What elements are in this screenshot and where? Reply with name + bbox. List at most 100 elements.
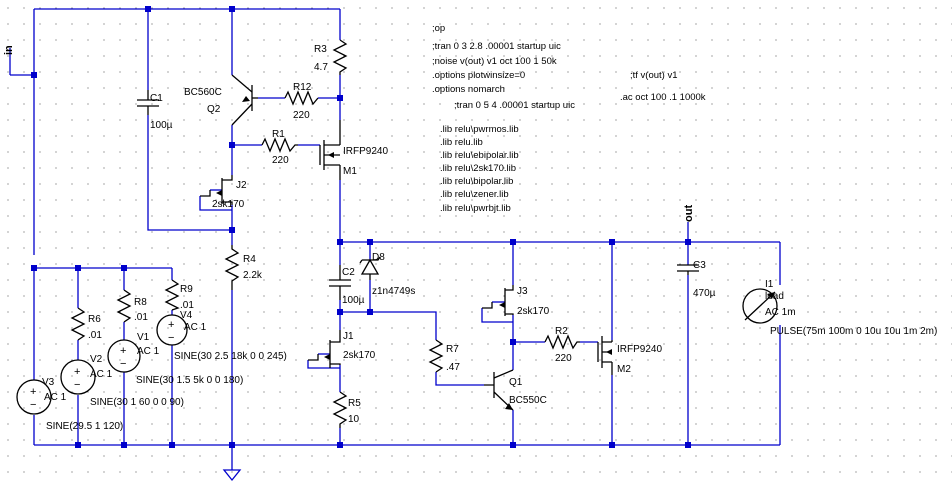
m1-name: M1 xyxy=(343,166,357,177)
transistor-q2[interactable]: BC560C Q2 xyxy=(184,74,258,126)
v4-ac: AC 1 xyxy=(184,322,207,333)
c3-name: C3 xyxy=(693,260,706,271)
svg-text:−: − xyxy=(120,358,126,370)
resistor-r8[interactable]: R8 .01 xyxy=(116,289,148,323)
c1-value: 100µ xyxy=(150,120,173,131)
v1-ac: AC 1 xyxy=(137,346,160,357)
v4-value: SINE(30 2.5 18k 0 0 245) xyxy=(174,351,287,362)
r7-name: R7 xyxy=(446,344,459,355)
net-label-in[interactable]: in xyxy=(3,45,15,55)
directive-plotwinsize: .options plotwinsize=0 xyxy=(432,70,525,81)
r7-value: .47 xyxy=(446,362,460,373)
lib-2sk170: .lib relu\2sk170.lib xyxy=(440,163,516,174)
j1-name: J1 xyxy=(343,331,354,342)
voltage-source-v2[interactable]: + − V2 AC 1 SINE(30 1 60 0 0 90) xyxy=(60,354,184,408)
v2-value: SINE(30 1 60 0 0 90) xyxy=(90,397,184,408)
resistor-r1[interactable]: R1 220 xyxy=(261,129,298,166)
net-label-out[interactable]: out xyxy=(683,205,695,222)
svg-text:−: − xyxy=(30,399,36,411)
capacitor-c2[interactable]: C2 100µ xyxy=(329,265,365,306)
current-source-i1[interactable]: I1 load AC 1m PULSE(75m 100m 0 10u 10u 1… xyxy=(742,279,937,337)
v2-name: V2 xyxy=(90,354,103,365)
v3-name: V3 xyxy=(42,377,55,388)
r1-name: R1 xyxy=(272,129,285,140)
junctions xyxy=(31,6,691,448)
zener-diode-d8[interactable]: D8 z1n4749s xyxy=(359,252,415,297)
voltage-source-v4[interactable]: + − V4 AC 1 SINE(30 2.5 18k 0 0 245) xyxy=(156,310,287,362)
q1-name: Q1 xyxy=(509,377,523,388)
resistor-r4[interactable]: R4 2.2k xyxy=(224,245,263,290)
r3-value: 4.7 xyxy=(314,62,328,73)
jfet-j1[interactable]: J1 2sk170 xyxy=(308,330,376,368)
r12-value: 220 xyxy=(293,110,310,121)
r8-name: R8 xyxy=(134,297,147,308)
c1-name: C1 xyxy=(150,93,163,104)
v1-name: V1 xyxy=(137,332,150,343)
resistor-r3[interactable]: R3 4.7 xyxy=(314,39,348,75)
capacitor-c1[interactable]: C1 100µ xyxy=(137,90,173,131)
r5-name: R5 xyxy=(348,398,361,409)
j2-model: 2sk170 xyxy=(212,199,245,210)
r4-name: R4 xyxy=(243,254,256,265)
c2-name: C2 xyxy=(342,267,355,278)
m1-model: IRFP9240 xyxy=(343,146,388,157)
r8-value: .01 xyxy=(134,312,148,323)
svg-text:+: + xyxy=(30,386,36,398)
out-label: out xyxy=(683,205,695,222)
voltage-source-v1[interactable]: + − V1 AC 1 SINE(30 1.5 5k 0 0 180) xyxy=(107,332,243,386)
resistor-r12[interactable]: R12 220 xyxy=(284,82,319,121)
svg-text:+: + xyxy=(168,319,174,331)
resistor-r6[interactable]: R6 .01 xyxy=(70,307,102,341)
directive-tf: ;tf v(out) v1 xyxy=(630,70,678,81)
directive-tran-1: ;tran 0 3 2.8 .00001 startup uic xyxy=(432,41,561,52)
r2-value: 220 xyxy=(555,353,572,364)
lib-pwrmos: .lib relu\pwrmos.lib xyxy=(440,124,519,135)
directive-tran-2: ;tran 0 5 4 .00001 startup uic xyxy=(454,100,575,111)
i1-name: I1 xyxy=(765,279,774,290)
svg-text:+: + xyxy=(120,345,126,357)
lib-bipolar: .lib relu\bipolar.lib xyxy=(440,176,513,187)
transistor-q1[interactable]: Q1 BC550C xyxy=(484,369,547,411)
jfet-j3[interactable]: J3 2sk170 xyxy=(482,285,550,317)
j1-model: 2sk170 xyxy=(343,350,376,361)
r1-value: 220 xyxy=(272,155,289,166)
mosfet-m2[interactable]: IRFP9240 M2 xyxy=(597,336,662,375)
r4-value: 2.2k xyxy=(243,270,263,281)
capacitor-c3[interactable]: C3 470µ xyxy=(677,260,716,299)
r6-value: .01 xyxy=(88,330,102,341)
lib-zener: .lib relu\zener.lib xyxy=(440,189,509,200)
r2-name: R2 xyxy=(555,326,568,337)
spice-directives: ;op ;tran 0 3 2.8 .00001 startup uic ;no… xyxy=(432,23,706,214)
in-label: in xyxy=(3,45,15,55)
mosfet-m1[interactable]: IRFP9240 M1 xyxy=(319,120,388,180)
i1-ac: AC 1m xyxy=(765,307,796,318)
j3-model: 2sk170 xyxy=(517,306,550,317)
v4-name: V4 xyxy=(180,310,193,321)
voltage-source-v3[interactable]: + − V3 AC 1 SINE(29.5 1 120) xyxy=(16,377,123,432)
m2-model: IRFP9240 xyxy=(617,344,662,355)
r9-name: R9 xyxy=(180,284,193,295)
d8-model: z1n4749s xyxy=(372,286,415,297)
lib-pwrbjt: .lib relu\pwrbjt.lib xyxy=(440,203,511,214)
c2-value: 100µ xyxy=(342,295,365,306)
lib-ebipolar: .lib relu\ebipolar.lib xyxy=(440,150,519,161)
v2-ac: AC 1 xyxy=(90,369,113,380)
resistor-r5[interactable]: R5 10 xyxy=(332,391,361,428)
q1-model: BC550C xyxy=(509,395,547,406)
directive-op: ;op xyxy=(432,23,445,34)
v3-ac: AC 1 xyxy=(44,392,67,403)
r9-value: .01 xyxy=(180,300,194,311)
jfet-j2[interactable]: J2 2sk170 xyxy=(200,175,247,210)
m2-name: M2 xyxy=(617,364,631,375)
i1-value: PULSE(75m 100m 0 10u 10u 1m 2m) xyxy=(770,326,937,337)
resistor-r7[interactable]: R7 .47 xyxy=(428,339,460,373)
svg-text:+: + xyxy=(74,366,80,378)
resistor-r2[interactable]: R2 220 xyxy=(544,326,580,364)
r5-value: 10 xyxy=(348,414,360,425)
resistor-r9[interactable]: R9 .01 xyxy=(164,279,194,311)
svg-text:−: − xyxy=(74,379,80,391)
directive-ac: .ac oct 100 .1 1000k xyxy=(620,92,706,103)
v1-value: SINE(30 1.5 5k 0 0 180) xyxy=(136,375,243,386)
